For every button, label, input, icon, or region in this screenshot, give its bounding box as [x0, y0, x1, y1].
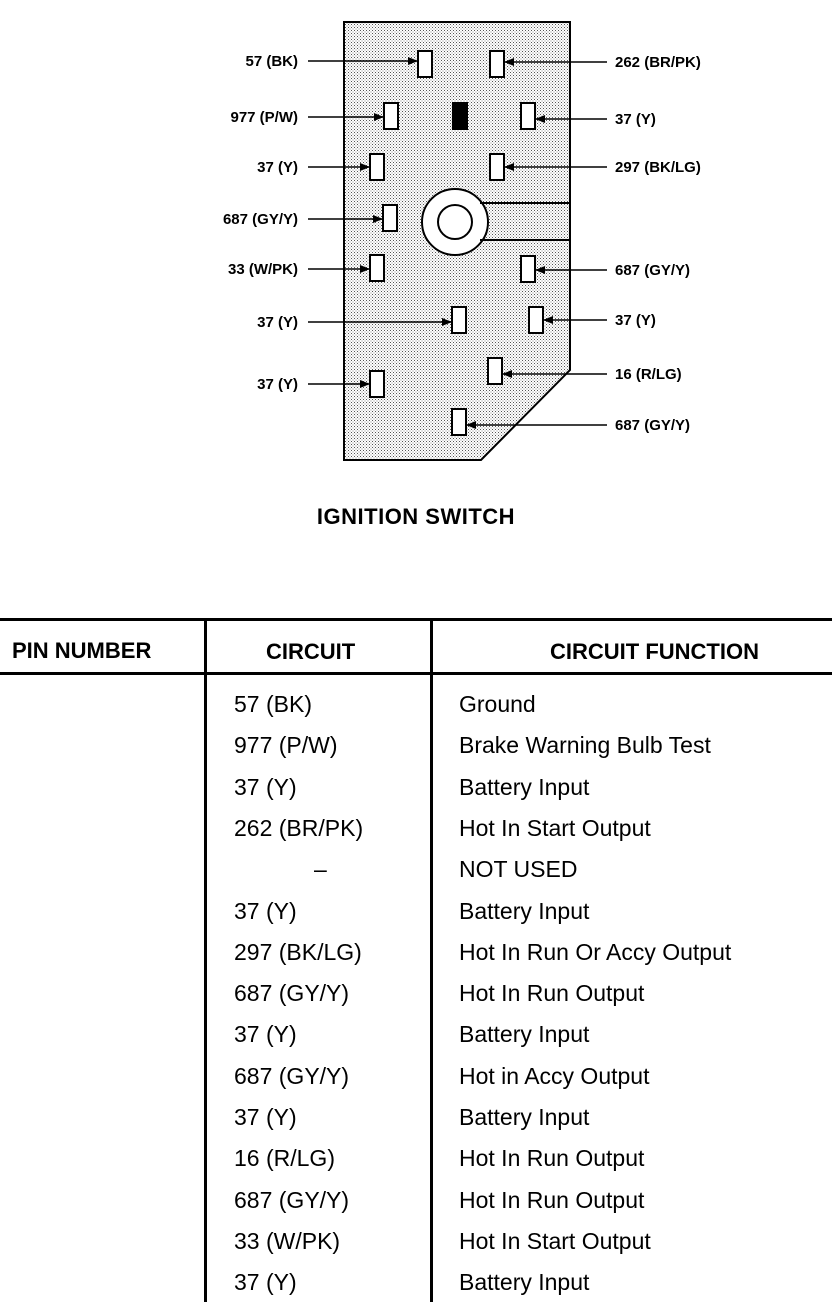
left-labels: 57 (BK) 977 (P/W) 37 (Y) 687 (GY/Y) 33 (…: [223, 53, 298, 393]
table-cell-function: NOT USED: [459, 856, 578, 883]
terminal: [489, 50, 505, 78]
table-cell-function: Hot In Run Output: [459, 980, 645, 1007]
pin-label: 687 (GY/Y): [615, 262, 690, 279]
pin-label: 37 (Y): [257, 159, 298, 176]
table-column-divider: [430, 618, 433, 1302]
terminal: [452, 102, 468, 130]
table-cell-function: Hot In Run Output: [459, 1186, 645, 1213]
terminal: [489, 153, 505, 181]
table-cell-circuit: 37 (Y): [234, 1021, 297, 1048]
table-column-divider: [204, 618, 207, 1302]
leader-lines: [308, 57, 607, 429]
terminals: [369, 50, 544, 436]
table-cell-circuit: 262 (BR/PK): [234, 814, 364, 841]
table-cell-circuit: 37 (Y): [234, 1104, 297, 1130]
table-cell-circuit: 37 (Y): [234, 1269, 297, 1296]
table-cell-circuit: 687 (GY/Y): [234, 1186, 350, 1213]
terminal: [417, 50, 433, 78]
pin-label: 16 (R/LG): [615, 366, 682, 383]
pin-label: 297 (BK/LG): [615, 159, 701, 176]
pin-table: PIN NUMBER CIRCUIT CIRCUIT FUNCTION 57 (…: [0, 618, 832, 1302]
terminal: [369, 370, 385, 398]
table-cell-function: Battery Input: [459, 773, 590, 800]
pin-label: 37 (Y): [615, 111, 656, 128]
right-labels: 262 (BR/PK) 37 (Y) 297 (BK/LG) 687 (GY/Y…: [615, 54, 701, 434]
terminal: [520, 255, 536, 283]
terminal: [451, 408, 467, 436]
header-circuit: CIRCUIT: [266, 639, 356, 664]
terminal: [382, 204, 398, 232]
terminal: [520, 102, 536, 130]
table-cell-function: Hot In Run Output: [459, 1145, 645, 1172]
pin-label: 33 (W/PK): [228, 261, 298, 278]
table-top-rule: [0, 618, 832, 621]
table-cell-function: Brake Warning Bulb Test: [459, 732, 711, 759]
pin-label: 37 (Y): [257, 314, 298, 331]
table-cell-function: Battery Input: [459, 1021, 590, 1048]
header-circuit-function: CIRCUIT FUNCTION: [550, 639, 759, 664]
table-cell-function: Hot In Start Output: [459, 1227, 651, 1254]
table-cell-function: Hot In Start Output: [459, 814, 651, 841]
terminal: [487, 357, 503, 385]
pin-label: 57 (BK): [245, 53, 298, 70]
table-cell-circuit: 33 (W/PK): [234, 1227, 341, 1254]
table-cell-function: Battery Input: [459, 1104, 590, 1130]
pin-label: 262 (BR/PK): [615, 54, 701, 71]
terminal: [528, 306, 544, 334]
table-cell-circuit: –: [314, 856, 327, 883]
terminal: [383, 102, 399, 130]
ignition-switch-diagram: 57 (BK) 977 (P/W) 37 (Y) 687 (GY/Y) 33 (…: [223, 21, 701, 461]
terminal: [369, 153, 385, 181]
table-cell-circuit: 37 (Y): [234, 897, 297, 924]
diagram-title: IGNITION SWITCH: [316, 504, 516, 529]
table-cell-function: Battery Input: [459, 897, 590, 924]
table-cell-circuit: 57 (BK): [234, 691, 312, 717]
terminal: [451, 306, 467, 334]
table-cell-circuit: 16 (R/LG): [234, 1145, 335, 1172]
header-pin-number: PIN NUMBER: [12, 638, 152, 663]
pin-label: 977 (P/W): [230, 109, 298, 126]
table-cell-circuit: 687 (GY/Y): [234, 980, 350, 1007]
pin-label: 687 (GY/Y): [615, 417, 690, 434]
table-cell-circuit: 687 (GY/Y): [234, 1062, 350, 1089]
terminal: [369, 254, 385, 282]
pin-label: 37 (Y): [615, 312, 656, 329]
table-cell-circuit: 977 (P/W): [234, 732, 338, 759]
table-cell-function: Hot in Accy Output: [459, 1062, 650, 1089]
pin-label: 37 (Y): [257, 376, 298, 393]
rotor: [421, 188, 570, 256]
pin-label: 687 (GY/Y): [223, 211, 298, 228]
table-cell-circuit: 297 (BK/LG): [234, 938, 362, 965]
table-header-rule: [0, 672, 832, 675]
table-cell-function: Battery Input: [459, 1269, 590, 1296]
table-cell-circuit: 37 (Y): [234, 773, 297, 800]
table-cell-function: Hot In Run Or Accy Output: [459, 938, 732, 965]
table-cell-function: Ground: [459, 691, 536, 717]
